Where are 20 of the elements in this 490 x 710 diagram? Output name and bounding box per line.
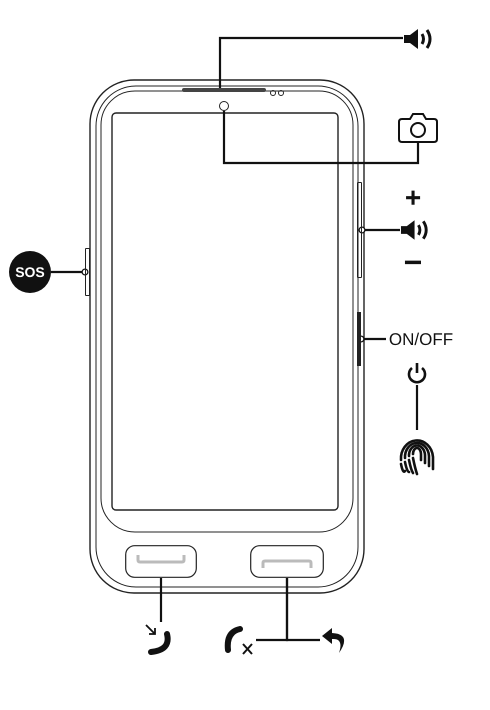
leader-line (160, 578, 162, 622)
leader-line (51, 268, 89, 276)
volume-button (357, 182, 362, 278)
front-camera-lens (219, 101, 229, 111)
button-label: ON/OFF (386, 329, 456, 351)
leader-line (416, 385, 418, 430)
minus-sign: − (402, 246, 424, 278)
leader-line (286, 578, 320, 642)
sos-side-button (85, 248, 90, 296)
call-key (125, 545, 197, 578)
leader-line (358, 226, 400, 234)
leader-line (218, 36, 403, 88)
power-button (357, 312, 361, 366)
earpiece-speaker (182, 88, 266, 92)
sos-badge: SOS (9, 251, 51, 293)
leader-line (222, 111, 420, 164)
end-key (250, 545, 324, 578)
power-icon (406, 361, 428, 385)
camera-icon (398, 112, 438, 143)
plus-sign: + (404, 184, 422, 212)
